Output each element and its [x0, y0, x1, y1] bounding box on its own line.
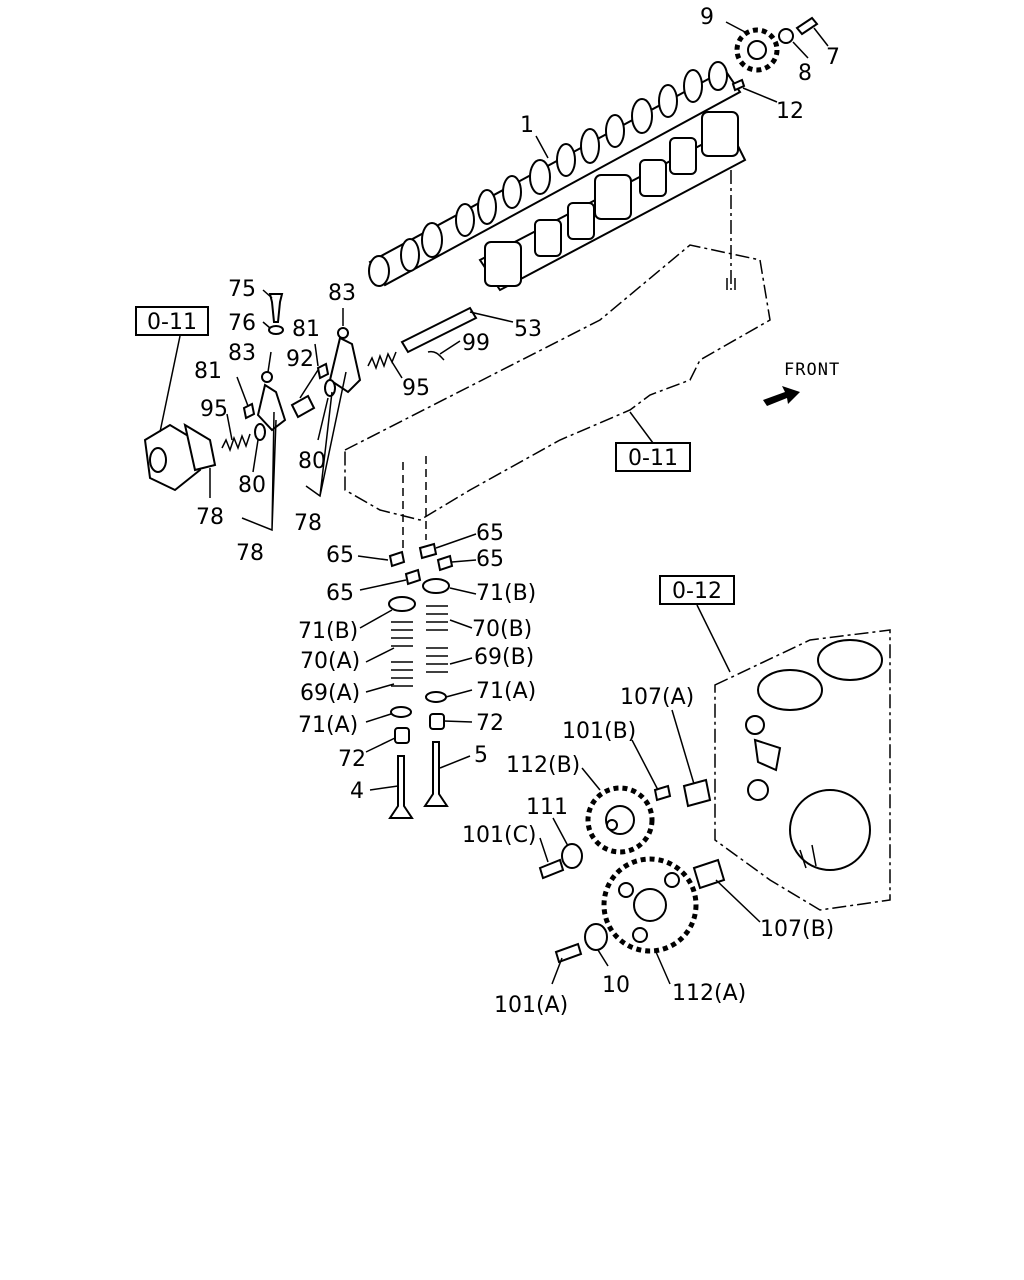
callout-95-right: 95	[402, 376, 430, 401]
nut-83-right	[337, 327, 349, 339]
callout-111: 111	[526, 795, 568, 820]
callout-76: 76	[228, 311, 256, 336]
reference-label-left: 0-11	[147, 310, 197, 335]
callout-101b: 101(B)	[562, 719, 636, 744]
rocker-shaft-assembly	[478, 111, 747, 292]
washer-8	[778, 28, 794, 44]
callout-7: 7	[826, 45, 840, 70]
spring-95-left	[221, 433, 251, 453]
washer-111	[561, 843, 583, 869]
callout-95-left: 95	[200, 397, 228, 422]
callout-70b: 70(B)	[472, 617, 532, 642]
callout-72-left: 72	[338, 747, 366, 772]
callout-5: 5	[474, 743, 488, 768]
rocker-shaft	[400, 306, 478, 354]
callout-71a-right: 71(A)	[476, 679, 536, 704]
callout-71b-left: 71(B)	[298, 619, 358, 644]
pin-99	[427, 350, 445, 361]
callout-9: 9	[700, 5, 714, 30]
valve-stack-right	[404, 542, 454, 807]
front-bracket	[143, 423, 202, 492]
reference-label-block: 0-12	[672, 579, 722, 604]
callout-78-b: 78	[236, 541, 264, 566]
front-label: FRONT	[784, 360, 840, 380]
callout-92: 92	[286, 347, 314, 372]
callout-71b-right: 71(B)	[476, 581, 536, 606]
bolt-101c	[538, 858, 565, 880]
washer-76	[268, 325, 284, 335]
bolt-101a	[554, 942, 583, 964]
idler-shaft-107a	[682, 778, 712, 808]
collar-80-left	[254, 423, 266, 441]
callout-8: 8	[798, 61, 812, 86]
bolt-101b	[653, 784, 672, 802]
front-direction-arrow-icon	[763, 386, 800, 406]
bolt-7	[795, 16, 819, 36]
callout-69a: 69(A)	[300, 681, 360, 706]
callout-78-a: 78	[196, 505, 224, 530]
valve-stack-left	[388, 550, 416, 819]
callout-99: 99	[462, 331, 490, 356]
nut-83-left	[261, 371, 273, 383]
plug-92	[290, 394, 316, 419]
rocker-arm-left	[256, 383, 287, 432]
callout-70a: 70(A)	[300, 649, 360, 674]
callout-65-c: 65	[476, 547, 504, 572]
reference-box-block	[659, 575, 735, 605]
callout-53: 53	[514, 317, 542, 342]
cylinder-head-outline	[344, 244, 771, 521]
callout-83-left: 83	[228, 341, 256, 366]
callout-65-a: 65	[476, 521, 504, 546]
callout-101a: 101(A)	[494, 993, 568, 1018]
callout-83-right: 83	[328, 281, 356, 306]
washer-10	[584, 923, 608, 951]
callout-101c: 101(C)	[462, 823, 537, 848]
callout-112b: 112(B)	[506, 753, 580, 778]
camshaft	[368, 61, 742, 287]
callout-75: 75	[228, 277, 256, 302]
callout-81-right: 81	[292, 317, 320, 342]
cylinder-block	[714, 629, 891, 911]
key-12	[731, 78, 746, 92]
callout-107a: 107(A)	[620, 685, 694, 710]
rocker-arm-right	[328, 336, 362, 394]
bolt-81-left	[242, 402, 256, 420]
callout-78-c: 78	[294, 511, 322, 536]
callout-107b: 107(B)	[760, 917, 834, 942]
spring-95-right	[367, 351, 397, 371]
reference-box-mid	[615, 442, 691, 472]
reference-label-mid: 0-11	[628, 446, 678, 471]
callout-4: 4	[350, 779, 364, 804]
bolt-75	[268, 293, 284, 323]
callout-1: 1	[520, 113, 534, 138]
callout-65-b: 65	[326, 543, 354, 568]
callout-10: 10	[602, 973, 630, 998]
callout-12: 12	[776, 99, 804, 124]
callout-80-right: 80	[298, 449, 326, 474]
bolt-81-right	[316, 362, 330, 380]
callout-65-d: 65	[326, 581, 354, 606]
callout-71a-left: 71(A)	[298, 713, 358, 738]
reference-box-left	[135, 306, 209, 336]
callout-72-right: 72	[476, 711, 504, 736]
collar-80-right	[324, 379, 336, 397]
callout-81-left: 81	[194, 359, 222, 384]
callout-80-left: 80	[238, 473, 266, 498]
callout-69b: 69(B)	[474, 645, 534, 670]
callout-112a: 112(A)	[672, 981, 746, 1006]
callout-labels: 1 9 7 8 12 53 99 95 75 76 83 81 92 83 81…	[194, 5, 840, 1018]
leader-lines	[209, 21, 829, 985]
